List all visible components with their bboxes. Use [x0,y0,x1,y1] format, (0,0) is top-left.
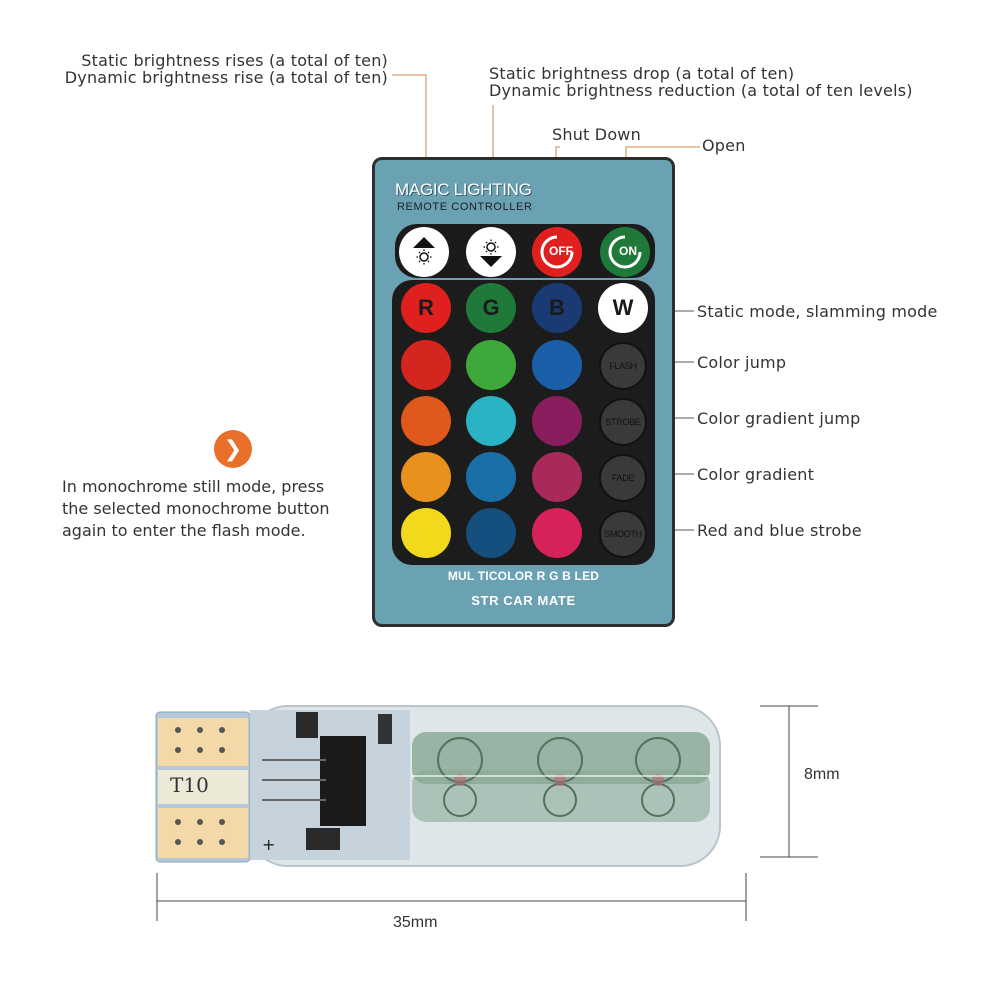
label-color-jump: Color jump [697,353,787,372]
label-bright-down-static: Static brightness drop (a total of ten) [489,64,795,83]
color-button[interactable] [532,452,582,502]
flash-button[interactable]: FLASH [599,342,647,390]
label-bright-up-dynamic: Dynamic brightness rise (a total of ten) [64,68,388,87]
off-label: OFF [549,244,573,258]
color-button[interactable] [401,508,451,558]
pcb-pad-top [158,718,248,766]
brightness-down-icon [480,239,502,267]
color-button[interactable] [466,508,516,558]
flash-label: FLASH [609,361,637,371]
bulb-chip [320,736,366,826]
smooth-label: SMOOTH [604,529,642,539]
label-open: Open [702,136,746,155]
power-off-icon [540,235,574,269]
note-line-3: again to enter the flash mode. [62,521,306,540]
color-button[interactable] [401,340,451,390]
fade-label: FADE [611,473,635,483]
label-bright-down-dynamic: Dynamic brightness reduction (a total of… [489,81,913,100]
green-button[interactable]: G [466,283,516,333]
label-static-mode: Static mode, slamming mode [697,302,938,321]
label-color-gradient-jump: Color gradient jump [697,409,861,428]
on-button[interactable]: ON [600,227,650,277]
label-bright-up-static: Static brightness rises (a total of ten) [81,51,388,70]
blue-button[interactable]: B [532,283,582,333]
brightness-up-icon [413,237,435,265]
color-button[interactable] [532,508,582,558]
white-label: W [612,295,634,320]
bulb-model-label: T10 [170,773,209,797]
label-shut-down: Shut Down [552,125,641,144]
red-button[interactable]: R [401,283,451,333]
note-line-2: the selected monochrome button [62,499,330,518]
width-dimension: 35mm [393,914,438,931]
pcb-pad-bottom [158,808,248,858]
color-button[interactable] [466,340,516,390]
pcb-label-area [158,770,248,804]
remote-subtitle: REMOTE CONTROLLER [397,201,533,213]
power-on-icon [608,235,642,269]
led-row-bottom [412,770,710,822]
remote-controller: MAGIC LIGHTING REMOTE CONTROLLER [372,157,675,627]
fade-button[interactable]: FADE [599,454,647,502]
strobe-button[interactable]: STROBE [599,398,647,446]
remote-footer-1: MUL TICOLOR R G B LED [447,569,600,583]
label-red-blue-strobe: Red and blue strobe [697,521,862,540]
color-button[interactable] [401,396,451,446]
off-button[interactable]: OFF [532,227,582,277]
color-button[interactable] [466,452,516,502]
on-label: ON [619,244,637,258]
color-button[interactable] [466,396,516,446]
color-button[interactable] [401,452,451,502]
red-label: R [418,295,434,320]
green-label: G [482,295,500,320]
remote-footer-2: STR CAR MATE [471,593,576,608]
note-line-1: In monochrome still mode, press [62,477,325,496]
white-button[interactable]: W [598,283,648,333]
brightness-up-button[interactable] [399,227,449,277]
strobe-label: STROBE [605,417,641,427]
bulb-plus-label: + [262,835,276,854]
blue-label: B [549,295,565,320]
orange-arrow-icon: ❯ [214,430,252,468]
mode-note: In monochrome still mode, press the sele… [62,476,330,542]
remote-brand: MAGIC LIGHTING [395,180,532,199]
smooth-button[interactable]: SMOOTH [599,510,647,558]
color-button[interactable] [532,396,582,446]
label-color-gradient: Color gradient [697,465,815,484]
brightness-down-button[interactable] [466,227,516,277]
led-bulb-image [155,705,721,867]
height-dimension: 8mm [804,766,840,783]
color-button[interactable] [532,340,582,390]
